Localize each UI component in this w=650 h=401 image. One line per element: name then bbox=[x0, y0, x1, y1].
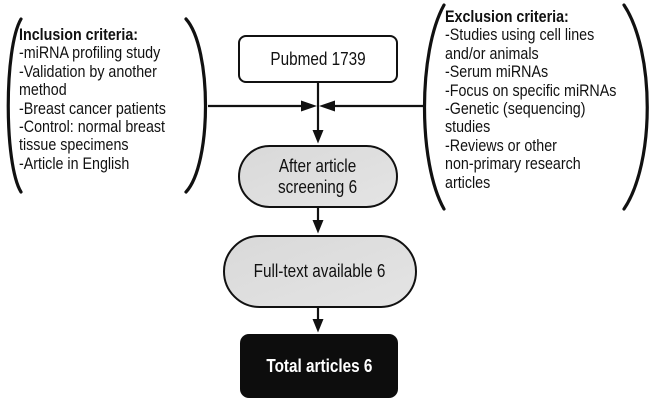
exclusion-bracket-close-icon bbox=[622, 3, 649, 211]
down-arrow-3-icon bbox=[312, 319, 324, 333]
text-line: -Validation by another bbox=[19, 61, 157, 81]
down-arrow-1-icon bbox=[312, 130, 324, 144]
exclusion-criteria-panel: Exclusion criteria: -Studies using cell … bbox=[445, 7, 649, 192]
text-line: -Studies using cell lines bbox=[445, 25, 595, 45]
total-label: Total articles 6 bbox=[265, 355, 373, 376]
text-line: -Breast cancer patients bbox=[19, 98, 166, 118]
text-line: tissue specimens bbox=[19, 135, 129, 155]
inclusion-bracket-close-icon bbox=[184, 17, 208, 194]
text-line: -Focus on specific miRNAs bbox=[445, 80, 617, 100]
text-line: -Control: normal breast bbox=[19, 117, 166, 137]
exclusion-bracket-open-icon bbox=[422, 3, 446, 211]
text-line: non-primary research bbox=[445, 154, 581, 174]
down-arrow-2-icon bbox=[312, 220, 324, 234]
inclusion-bracket-open-icon bbox=[6, 17, 23, 194]
merge-arrow-left-icon bbox=[319, 100, 335, 112]
exclusion-heading: Exclusion criteria: bbox=[445, 7, 569, 26]
node-pubmed: Pubmed 1739 bbox=[238, 35, 398, 83]
text-line: screening 6 bbox=[278, 176, 358, 197]
text-line: -Reviews or other bbox=[445, 135, 557, 155]
pubmed-label: Pubmed 1739 bbox=[270, 48, 366, 69]
inclusion-heading: Inclusion criteria: bbox=[19, 25, 139, 44]
inclusion-criteria-panel: Inclusion criteria: -miRNA profiling stu… bbox=[19, 25, 194, 173]
node-fulltext: Full-text available 6 bbox=[223, 235, 417, 308]
text-line: studies bbox=[445, 117, 491, 137]
fulltext-label: Full-text available 6 bbox=[254, 261, 386, 281]
text-line: After article bbox=[279, 155, 357, 176]
inclusion-list: -miRNA profiling study-Validation by ano… bbox=[19, 43, 194, 173]
text-line: -Serum miRNAs bbox=[445, 62, 549, 82]
text-line: -Article in English bbox=[19, 153, 130, 173]
text-line: -miRNA profiling study bbox=[19, 43, 161, 63]
text-line: -Genetic (sequencing) bbox=[445, 99, 586, 119]
merge-arrow-right-icon bbox=[301, 100, 317, 112]
node-total-articles: Total articles 6 bbox=[240, 334, 398, 398]
text-line: method bbox=[19, 80, 67, 100]
text-line: articles bbox=[445, 172, 491, 192]
text-line: and/or animals bbox=[445, 43, 539, 63]
